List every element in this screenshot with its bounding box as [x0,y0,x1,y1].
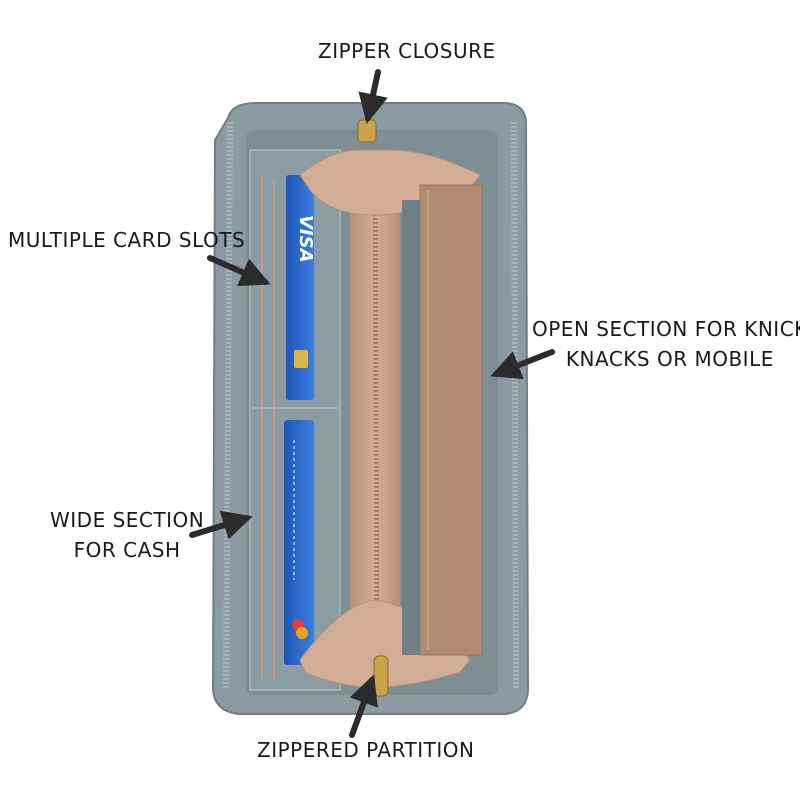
partition-zipper [372,149,380,671]
arrow-card-slots [207,255,271,287]
wallet-illustration: VISA [211,102,530,715]
label-zippered-partition: ZIPPERED PARTITION [257,738,475,762]
label-open-section-line2: KNACKS OR MOBILE [565,347,774,371]
arrow-zippered-partition [349,674,378,738]
open-section-back [402,200,420,655]
arrow-open-section [490,349,555,380]
label-wide-section-line2: FOR CASH [73,538,181,562]
card-top: VISA [286,175,316,400]
bottom-zipper-pull [373,655,389,697]
label-card-slots: MULTIPLE CARD SLOTS [8,228,246,252]
visa-logo: VISA [295,215,316,263]
label-zipper-closure: ZIPPER CLOSURE [318,39,496,63]
label-wide-section: WIDE SECTION FOR CASH [50,505,204,565]
right-zipper-track [511,121,519,691]
label-wide-section-line1: WIDE SECTION [50,508,205,532]
open-section-panel [419,184,483,656]
top-zipper-pull [357,119,377,143]
label-open-section-line1: OPEN SECTION FOR KNICK [532,317,800,341]
arrow-zipper-closure [358,69,388,124]
label-open-section: OPEN SECTION FOR KNICK KNACKS OR MOBILE [532,314,800,374]
card-chip [294,350,308,368]
left-zipper-track [223,121,233,691]
annotation-arrows [189,69,555,738]
zippered-partition-panel [350,157,400,670]
arrow-wide-section [189,510,253,540]
card-bottom [284,420,314,665]
